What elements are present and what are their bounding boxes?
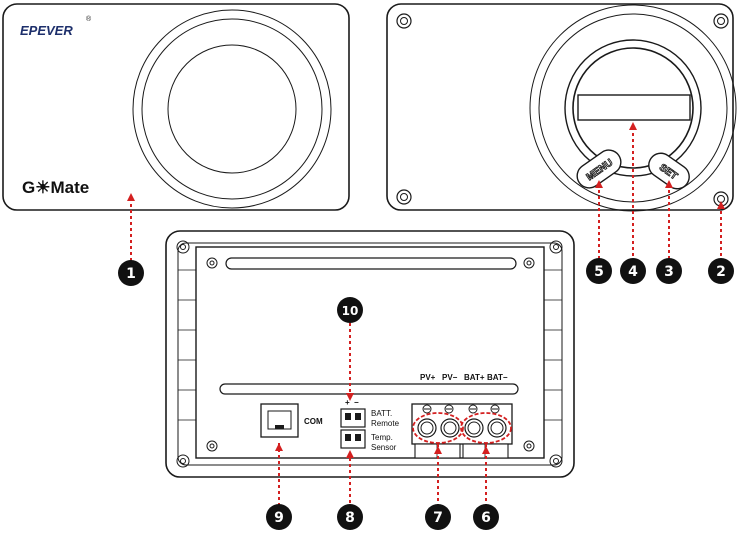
callout-10: 10 bbox=[337, 297, 363, 323]
socket-pv-minus[interactable] bbox=[440, 418, 460, 438]
callout-1: 1 bbox=[118, 260, 144, 286]
callout-3-number: 3 bbox=[664, 264, 674, 280]
front-dome-ring bbox=[141, 18, 323, 200]
pv-minus-label: PV− bbox=[442, 373, 458, 382]
pv-terminals-highlight bbox=[412, 412, 464, 444]
arrow-2 bbox=[717, 201, 725, 209]
polarity-minus: − bbox=[354, 398, 359, 407]
callout-7-number: 7 bbox=[433, 510, 443, 526]
callout-5: 5 bbox=[586, 258, 612, 284]
bat-terminals-highlight bbox=[460, 412, 512, 444]
polarity-plus: + bbox=[345, 398, 350, 407]
product-name: G☀Mate bbox=[22, 178, 89, 197]
housing-hole-tr bbox=[549, 240, 563, 254]
callout-10-number: 10 bbox=[342, 304, 359, 318]
front-window bbox=[167, 44, 297, 174]
callout-1-number: 1 bbox=[126, 266, 136, 282]
arrow-5 bbox=[595, 180, 603, 188]
lcd-screen bbox=[577, 94, 691, 121]
mount-hole-bl bbox=[396, 189, 412, 205]
terminal-view: COM + − BATT. Remote Temp. Sensor PV+ PV… bbox=[165, 230, 575, 478]
housing-hole-tl bbox=[176, 240, 190, 254]
pv-plus-label: PV+ bbox=[420, 373, 436, 382]
com-port[interactable] bbox=[260, 403, 299, 438]
socket-bat-plus[interactable] bbox=[464, 418, 484, 438]
batt-remote-connector[interactable] bbox=[340, 408, 366, 428]
callout-2: 2 bbox=[708, 258, 734, 284]
socket-bat-minus[interactable] bbox=[487, 418, 507, 438]
temp-sensor-label-1: Temp. bbox=[371, 433, 393, 442]
callout-3: 3 bbox=[656, 258, 682, 284]
set-button[interactable]: SET bbox=[644, 149, 694, 194]
plate-screw-br bbox=[523, 440, 535, 452]
callout-9-number: 9 bbox=[274, 510, 284, 526]
vent-slot-top bbox=[225, 257, 517, 270]
terminal-block bbox=[411, 403, 513, 459]
leader-lines bbox=[130, 127, 722, 505]
callout-8-number: 8 bbox=[345, 510, 355, 526]
housing-hole-br bbox=[549, 454, 563, 468]
temp-sensor-label-2: Sensor bbox=[371, 443, 397, 452]
callout-4-number: 4 bbox=[628, 264, 638, 280]
screw-bat-plus[interactable] bbox=[468, 404, 478, 414]
callout-8: 8 bbox=[337, 504, 363, 530]
leader-arrowheads bbox=[127, 122, 725, 458]
callout-9: 9 bbox=[266, 504, 292, 530]
arrow-8 bbox=[346, 450, 354, 458]
callout-7: 7 bbox=[425, 504, 451, 530]
callout-6: 6 bbox=[473, 504, 499, 530]
vent-slot-bottom bbox=[219, 383, 519, 395]
callout-6-number: 6 bbox=[481, 510, 491, 526]
bat-plus-label: BAT+ bbox=[464, 373, 485, 382]
com-label: COM bbox=[304, 417, 323, 426]
plate-screw-tl bbox=[206, 257, 218, 269]
batt-remote-label-2: Remote bbox=[371, 419, 400, 428]
callout-4: 4 bbox=[620, 258, 646, 284]
screw-pv-minus[interactable] bbox=[444, 404, 454, 414]
bat-minus-label: BAT− bbox=[487, 373, 508, 382]
front-dome-outer bbox=[132, 9, 332, 209]
arrow-10 bbox=[346, 393, 354, 401]
plate-screw-bl bbox=[206, 440, 218, 452]
registered-mark: ® bbox=[86, 15, 92, 23]
housing-flange bbox=[177, 242, 563, 466]
arrow-6 bbox=[482, 446, 490, 454]
mount-hole-tl bbox=[396, 13, 412, 29]
front-view: EPEVER ® G☀Mate bbox=[2, 3, 350, 211]
display-bezel-inner bbox=[572, 47, 694, 169]
mount-hole-tr bbox=[713, 13, 729, 29]
arrow-7 bbox=[434, 446, 442, 454]
arrow-9 bbox=[275, 443, 283, 451]
brand-logo: EPEVER bbox=[20, 23, 73, 38]
screw-bat-minus[interactable] bbox=[490, 404, 500, 414]
display-view: MENU SET bbox=[386, 3, 737, 212]
display-housing bbox=[386, 3, 734, 211]
arrow-3 bbox=[665, 180, 673, 188]
arrow-4 bbox=[629, 122, 637, 130]
arrow-1 bbox=[127, 193, 135, 201]
plate-screw-tr bbox=[523, 257, 535, 269]
callout-5-number: 5 bbox=[594, 264, 604, 280]
housing-ribs bbox=[178, 269, 562, 421]
screw-pv-plus[interactable] bbox=[422, 404, 432, 414]
batt-remote-label-1: BATT. bbox=[371, 409, 392, 418]
socket-pv-plus[interactable] bbox=[417, 418, 437, 438]
housing-hole-bl bbox=[176, 454, 190, 468]
callout-2-number: 2 bbox=[716, 264, 726, 280]
front-housing bbox=[2, 3, 350, 211]
menu-button[interactable]: MENU bbox=[572, 145, 625, 192]
temp-sensor-connector[interactable] bbox=[340, 429, 366, 449]
